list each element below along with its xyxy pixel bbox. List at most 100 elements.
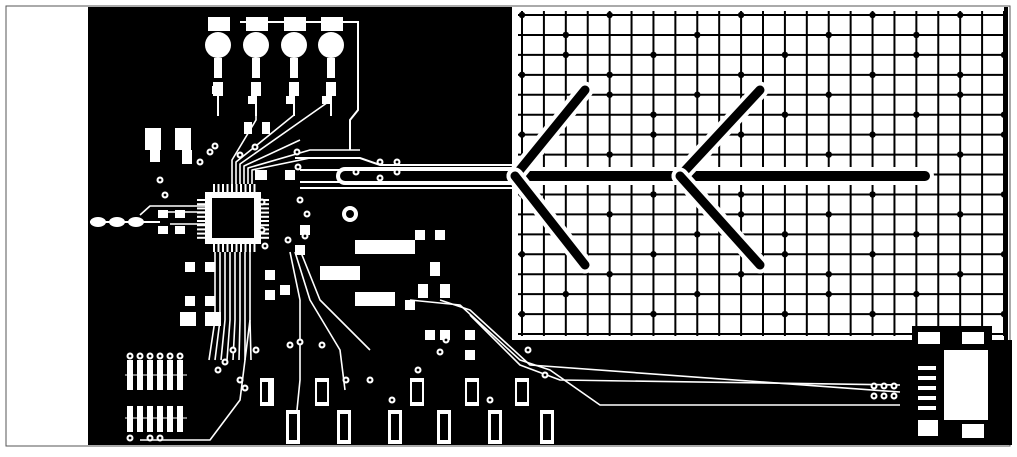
- chip-pin-bottom: [213, 244, 215, 252]
- signal-trace: [299, 249, 371, 351]
- smd-pad: [355, 240, 415, 254]
- connector-stem: [290, 58, 298, 78]
- via-hole: [213, 144, 217, 148]
- connector-top-pad: [284, 17, 306, 31]
- smd-pad: [205, 262, 215, 272]
- connector-barrel: [243, 32, 269, 58]
- smd-pad: [355, 292, 395, 306]
- connector-stem: [327, 58, 335, 78]
- smd-pad: [286, 96, 294, 104]
- connector-top-pad: [321, 17, 343, 31]
- chip-pin-bottom: [240, 244, 242, 252]
- chip-pin-right: [261, 215, 269, 218]
- smd-pad: [255, 170, 267, 180]
- smd-pad: [205, 296, 215, 306]
- connector-barrel: [318, 32, 344, 58]
- signal-trace: [469, 314, 901, 386]
- via-hole: [243, 386, 247, 390]
- grid-via: [825, 91, 832, 98]
- smd-pad: [415, 230, 425, 240]
- grid-via: [518, 11, 526, 19]
- signal-trace: [439, 299, 901, 393]
- grid-via: [694, 91, 701, 98]
- usb-connector: [912, 326, 992, 444]
- smd-pad: [248, 96, 256, 104]
- copper-pour-main: [88, 7, 912, 445]
- smd-pad: [425, 330, 435, 340]
- grid-via: [650, 111, 657, 118]
- grid-via: [781, 111, 789, 118]
- smd-pad: [265, 270, 275, 280]
- chip-pin-top: [222, 184, 224, 192]
- grid-via: [606, 11, 613, 19]
- via-hole: [390, 398, 394, 402]
- chip-pin-bottom: [235, 244, 238, 252]
- grid-via: [518, 131, 526, 138]
- pin-headers: [125, 360, 187, 432]
- chip-pin-bottom: [222, 244, 224, 252]
- chip-pin-top: [213, 184, 215, 192]
- chip-pin-top: [226, 184, 229, 192]
- chip-pin-top: [235, 184, 238, 192]
- connector-pad: [251, 82, 261, 96]
- chip-pin-bottom: [244, 244, 247, 252]
- smd-pad: [418, 284, 428, 298]
- grid-via: [956, 151, 964, 158]
- bottom-pad-inner: [543, 414, 551, 440]
- smd-pad: [185, 262, 195, 272]
- chip-pin-left: [197, 207, 205, 210]
- antenna-feed-traces: [295, 81, 934, 274]
- via-hole: [320, 343, 324, 347]
- via-hole: [444, 338, 448, 342]
- grid-via: [825, 151, 832, 158]
- grid-via: [956, 71, 964, 79]
- chip-pin-left: [197, 215, 205, 218]
- header-pin: [147, 406, 153, 432]
- chip-pin-bottom: [217, 244, 220, 252]
- via-hole: [395, 160, 399, 164]
- via-hole: [208, 150, 212, 154]
- grid-via: [650, 191, 657, 198]
- via-hole: [296, 165, 300, 169]
- grid-via: [694, 231, 701, 238]
- smd-pad: [295, 245, 305, 255]
- connector-bus: [349, 21, 359, 150]
- chip-pin-bottom: [249, 244, 251, 252]
- connector-pad: [289, 82, 299, 96]
- smd-pad: [175, 210, 185, 218]
- pad-inner: [317, 382, 327, 402]
- bottom-pad-inner: [340, 414, 348, 440]
- header-pin: [177, 406, 183, 432]
- grid-via: [781, 310, 789, 318]
- via-hole: [354, 170, 358, 174]
- chip-pin-right: [261, 203, 269, 206]
- smd-pad: [212, 86, 222, 94]
- via-hole: [344, 378, 348, 382]
- feed-line: [295, 157, 512, 166]
- chip-pin-right: [261, 232, 269, 235]
- header-pin: [127, 406, 133, 432]
- chip-pin-top: [253, 184, 256, 192]
- grid-via: [694, 290, 701, 298]
- grid-via: [737, 11, 745, 19]
- grid-via: [956, 270, 964, 278]
- signal-trace: [231, 100, 257, 184]
- via-hole: [128, 354, 132, 358]
- smd-pad: [185, 296, 195, 306]
- grid-via: [518, 251, 526, 258]
- grid-via: [562, 51, 570, 59]
- bottom-pad-inner: [440, 414, 448, 440]
- grid-via: [650, 251, 657, 258]
- bottom-pad-inner: [491, 414, 499, 440]
- smd-pad: [465, 330, 475, 340]
- via-hole: [158, 436, 162, 440]
- grid-via: [781, 51, 789, 59]
- chip-pin-right: [261, 220, 269, 222]
- bottom-pad-inner: [289, 414, 297, 440]
- chip-pin-top: [217, 184, 220, 192]
- smd-pad: [435, 230, 445, 240]
- signal-trace: [140, 319, 251, 441]
- chip-pin-right: [261, 236, 269, 239]
- grid-right-edge: [1004, 7, 1008, 340]
